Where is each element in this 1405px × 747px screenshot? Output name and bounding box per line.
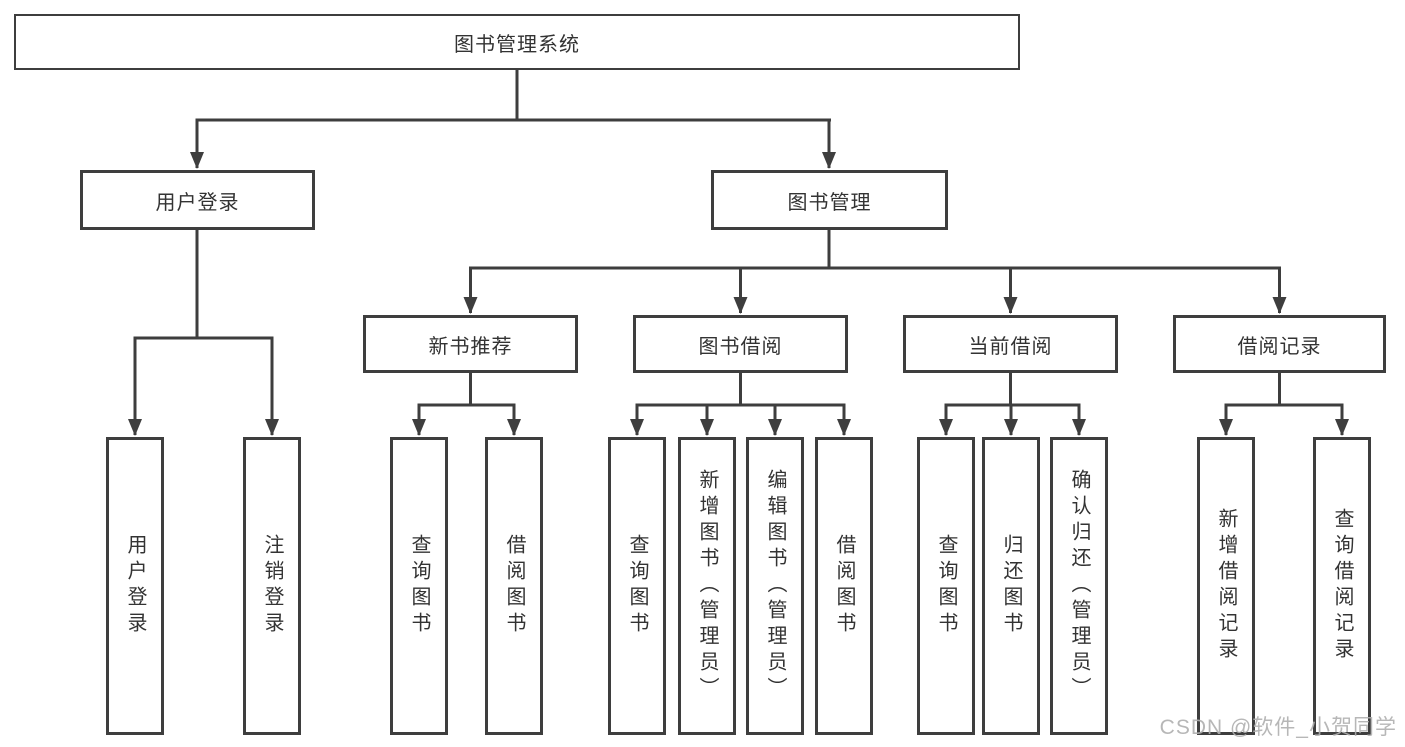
leaf-query-books-borrowing: 查询图书 [608,437,666,735]
leaf-add-books-admin: 新增图书（管理员） [678,437,736,735]
leaf-query-books-current: 查询图书 [917,437,975,735]
leaf-add-borrow-record: 新增借阅记录 [1197,437,1255,735]
leaf-confirm-return-admin: 确认归还（管理员） [1050,437,1108,735]
node-current-borrowing: 当前借阅 [903,315,1118,373]
leaf-query-borrow-record: 查询借阅记录 [1313,437,1371,735]
leaf-edit-books-admin: 编辑图书（管理员） [746,437,804,735]
node-book-management-branch: 图书管理 [711,170,948,230]
node-new-book-recommendation: 新书推荐 [363,315,578,373]
node-library-system-root: 图书管理系统 [14,14,1020,70]
leaf-borrow-books-recommend: 借阅图书 [485,437,543,735]
node-borrowing-records: 借阅记录 [1173,315,1386,373]
leaf-user-login: 用户登录 [106,437,164,735]
leaf-logout: 注销登录 [243,437,301,735]
node-user-login-branch: 用户登录 [80,170,315,230]
leaf-borrow-books-borrowing: 借阅图书 [815,437,873,735]
node-book-borrowing: 图书借阅 [633,315,848,373]
leaf-query-books-recommend: 查询图书 [390,437,448,735]
leaf-return-books: 归还图书 [982,437,1040,735]
